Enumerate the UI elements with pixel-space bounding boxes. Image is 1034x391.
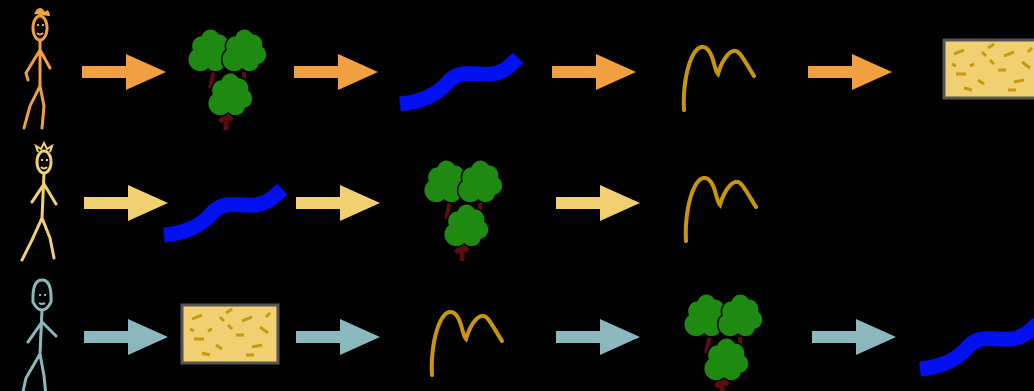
mountains-icon bbox=[683, 176, 758, 243]
river-icon bbox=[399, 52, 524, 112]
sandbox-icon bbox=[180, 303, 280, 365]
tree-icon bbox=[682, 293, 764, 391]
arrow-icon bbox=[552, 54, 636, 90]
arrow-icon bbox=[84, 185, 168, 221]
arrow-icon bbox=[556, 185, 640, 221]
arrow-icon bbox=[296, 319, 380, 355]
arrow-icon bbox=[82, 54, 166, 90]
river-icon bbox=[919, 317, 1034, 377]
river-icon bbox=[163, 183, 288, 243]
journey-row-2 bbox=[20, 140, 758, 262]
arrow-icon bbox=[808, 54, 892, 90]
arrow-icon bbox=[812, 319, 896, 355]
arrow-icon bbox=[556, 319, 640, 355]
tree-icon bbox=[186, 28, 268, 130]
arrow-icon bbox=[84, 319, 168, 355]
arrow-icon bbox=[296, 185, 380, 221]
journey-row-1 bbox=[22, 8, 1034, 130]
journey-row-3 bbox=[21, 278, 1034, 391]
mountains-icon bbox=[429, 310, 504, 377]
tree-icon bbox=[422, 159, 504, 261]
person-figure bbox=[20, 140, 58, 262]
person-figure bbox=[21, 278, 58, 391]
arrow-icon bbox=[294, 54, 378, 90]
mountains-icon bbox=[681, 45, 756, 112]
sandbox-icon bbox=[942, 38, 1034, 100]
person-figure bbox=[22, 8, 52, 130]
